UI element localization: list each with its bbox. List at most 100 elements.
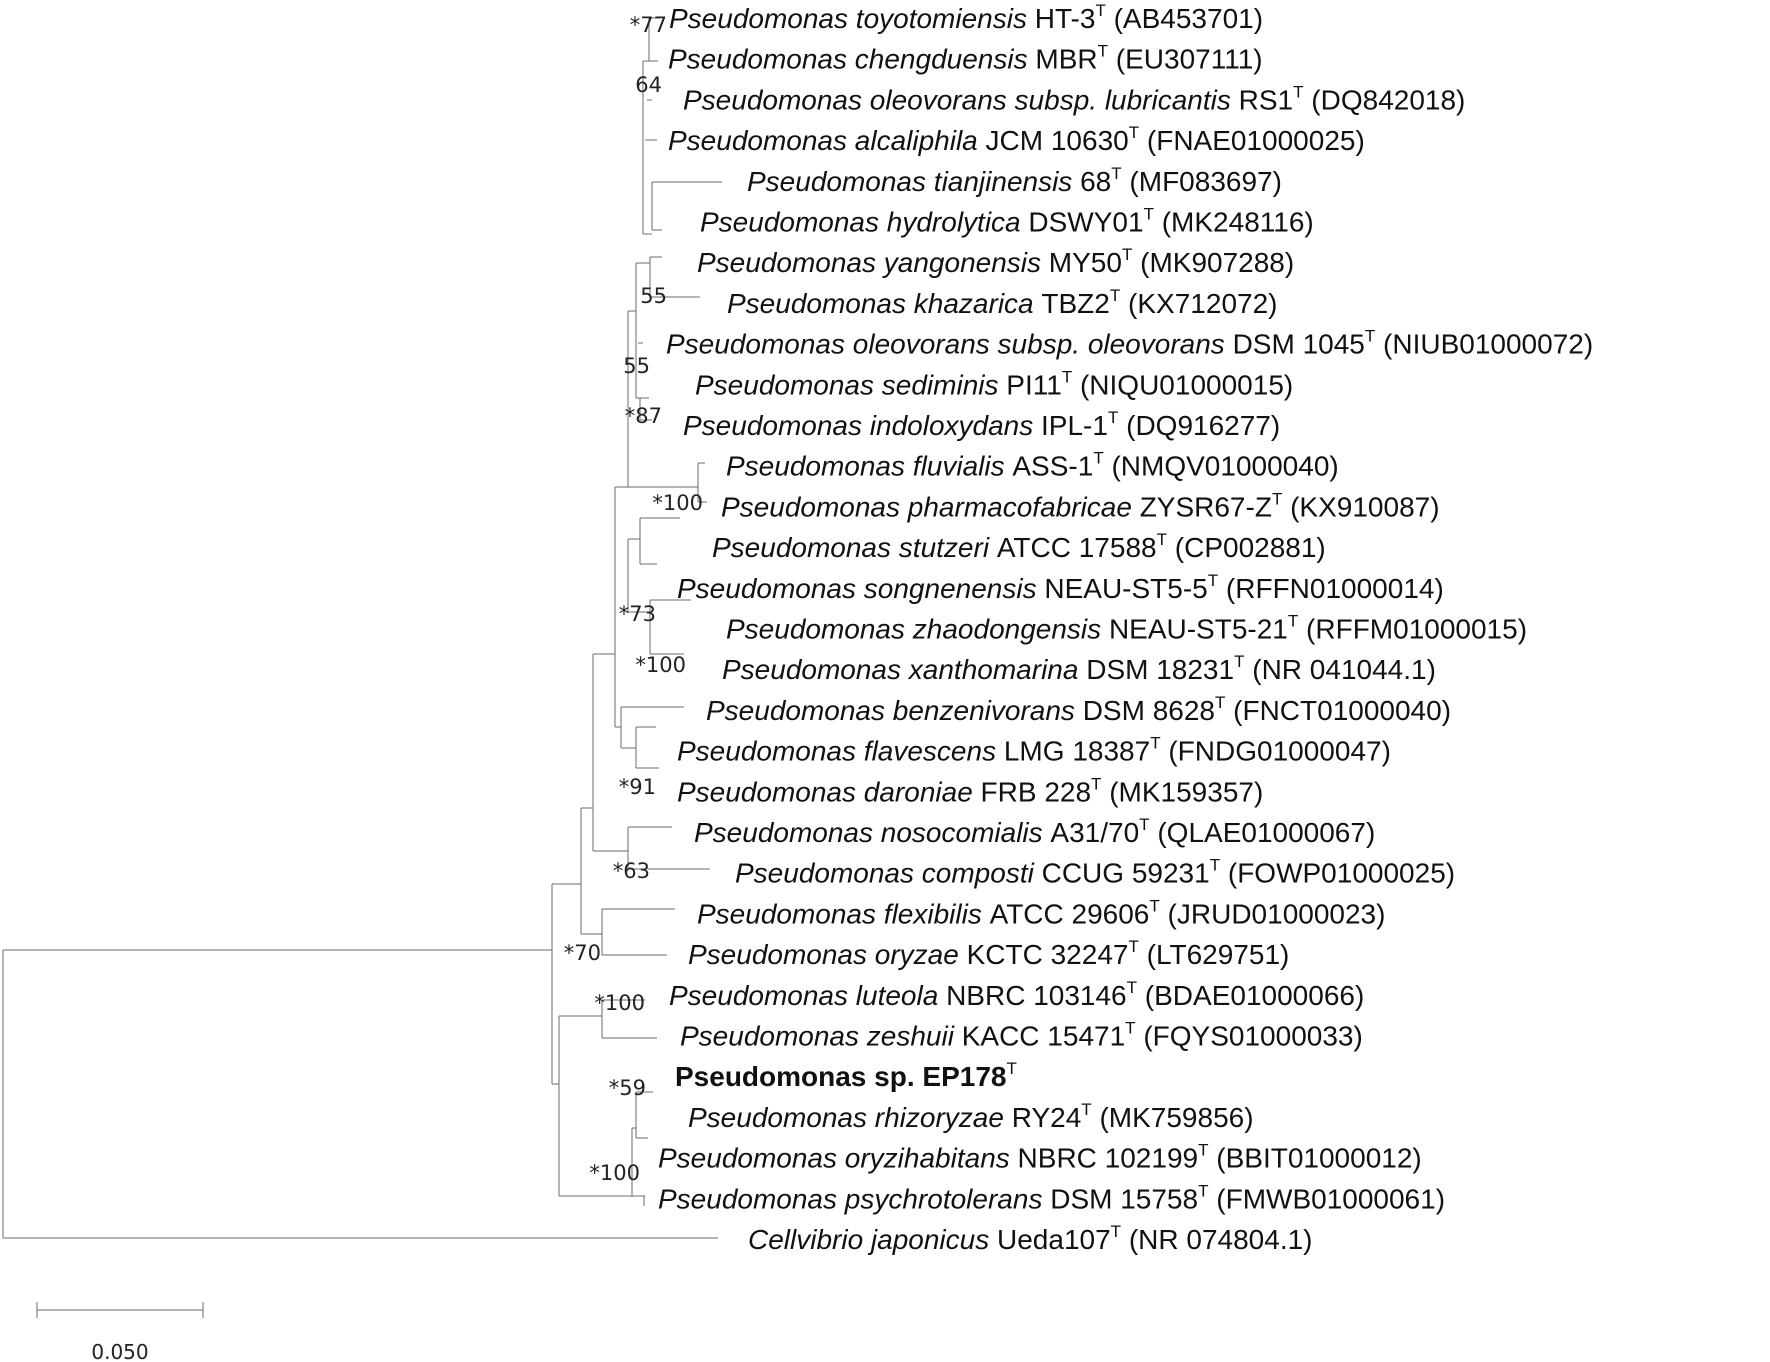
type-strain-mark: T [1111,164,1121,183]
type-strain-mark: T [1111,1222,1121,1241]
type-strain-mark: T [1144,205,1154,224]
type-strain-mark: T [1208,571,1218,590]
bootstrap-value: 55 [623,354,650,378]
type-strain-mark: T [1125,1019,1135,1038]
taxon-accession: (DQ916277) [1118,410,1280,441]
taxon-strain: KCTC 32247 [967,939,1129,970]
taxon-species: Pseudomonas khazarica [727,288,1041,319]
taxon-species: Pseudomonas nosocomialis [694,817,1050,848]
taxon-species: Pseudomonas stutzeri [712,532,997,563]
taxon-label: Pseudomonas flavescens LMG 18387T (FNDG0… [677,734,1391,767]
taxon-strain: KACC 15471 [962,1021,1125,1052]
branch-stutzeri [639,517,680,564]
type-strain-mark: T [1093,449,1103,468]
taxon-accession: (NR 074804.1) [1121,1224,1312,1255]
type-strain-mark: T [1006,1059,1016,1078]
type-strain-mark: T [1150,734,1160,753]
branch-yangonensis-khazarica [649,256,700,298]
taxon-label: Pseudomonas hydrolytica DSWY01T (MK24811… [700,205,1314,238]
branch-toyotomiensis-chengduensis [648,17,660,62]
taxon-label: Pseudomonas composti CCUG 59231T (FOWP01… [735,856,1455,889]
taxon-species: Pseudomonas daroniae [677,776,981,807]
taxon-accession: (KX910087) [1282,491,1439,522]
taxon-species: Pseudomonas psychrotolerans [658,1183,1050,1214]
taxon-species: Pseudomonas sediminis [695,369,1006,400]
taxon-accession: (LT629751) [1139,939,1289,970]
taxon-species: Pseudomonas chengduensis [668,44,1035,75]
type-strain-mark: T [1139,815,1149,834]
taxon-species: Pseudomonas toyotomiensis [669,3,1035,34]
branch-ingroup [551,883,581,1085]
taxon-label: Pseudomonas nosocomialis A31/70T (QLAE01… [694,815,1375,848]
type-strain-mark: T [1108,408,1118,427]
taxon-label: Pseudomonas khazarica TBZ2T (KX712072) [727,286,1277,319]
type-strain-mark: T [1293,82,1303,101]
type-strain-mark: T [1198,1141,1208,1160]
bootstrap-value: *100 [589,1161,640,1185]
scale-bar-line [36,1302,204,1318]
type-strain-mark: T [1095,1,1105,20]
branch-oleovorans-group [627,310,698,488]
taxon-strain: RS1 [1239,84,1293,115]
taxon-strain: DSM 8628 [1083,695,1215,726]
taxon-species: Pseudomonas hydrolytica [700,207,1028,238]
taxon-species: Pseudomonas fluvialis [726,451,1012,482]
taxon-label: Pseudomonas xanthomarina DSM 18231T (NR … [722,652,1436,685]
taxon-accession: (EU307111) [1108,44,1263,75]
taxon-species: Pseudomonas benzenivorans [706,695,1083,726]
taxon-strain: NEAU-ST5-21 [1109,614,1288,645]
taxon-strain: ZYSR67-Z [1140,491,1272,522]
branch-oryzihabitans-psychrotolerans [643,1195,645,1206]
taxon-strain: DSM 1045 [1233,329,1365,360]
taxon-label: Pseudomonas chengduensis MBRT (EU307111) [668,42,1263,75]
bootstrap-value: *63 [613,859,650,883]
taxon-species: Pseudomonas indoloxydans [683,410,1041,441]
taxon-species: Pseudomonas flexibilis [697,898,990,929]
bootstrap-value: *91 [619,775,656,799]
type-strain-mark: T [1210,856,1220,875]
taxon-species: Pseudomonas xanthomarina [722,654,1086,685]
bootstrap-value: *73 [619,602,656,626]
branch-oleovorans-core [635,262,650,399]
taxon-strain: DSM 15758 [1050,1183,1198,1214]
taxon-label: Pseudomonas sediminis PI11T (NIQU0100001… [695,367,1293,400]
taxon-accession: (NMQV01000040) [1104,451,1339,482]
taxon-label: Pseudomonas indoloxydans IPL-1T (DQ91627… [683,408,1280,441]
taxon-strain: TBZ2 [1041,288,1109,319]
taxon-label: Pseudomonas zeshuii KACC 15471T (FQYS010… [680,1019,1363,1052]
taxon-accession: (CP002881) [1167,532,1326,563]
type-strain-mark: T [1215,693,1225,712]
taxon-accession: (FNDG01000047) [1161,736,1391,767]
taxon-species: Pseudomonas flavescens [677,736,1004,767]
type-strain-mark: T [1272,489,1282,508]
taxon-strain: ASS-1 [1012,451,1093,482]
taxon-species: Pseudomonas rhizoryzae [688,1102,1012,1133]
type-strain-mark: T [1081,1100,1091,1119]
taxon-accession: (FMWB01000061) [1208,1183,1445,1214]
taxon-strain: MBR [1035,44,1097,75]
taxon-label: Pseudomonas stutzeri ATCC 17588T (CP0028… [712,530,1326,563]
taxon-strain: DSM 18231 [1086,654,1234,685]
taxon-species: Pseudomonas oleovorans subsp. lubricanti… [683,84,1239,115]
taxon-species: Pseudomonas songnenensis [677,573,1044,604]
taxon-strain: MY50 [1049,247,1122,278]
taxon-label: Pseudomonas fluvialis ASS-1T (NMQV010000… [726,449,1339,482]
taxon-label: Pseudomonas alcaliphila JCM 10630T (FNAE… [668,123,1365,156]
bootstrap-value: *100 [635,653,686,677]
taxon-strain: NEAU-ST5-5 [1044,573,1207,604]
taxon-label: Pseudomonas oleovorans subsp. oleovorans… [666,327,1593,360]
taxon-strain: FRB 228 [981,776,1092,807]
branch-lower-clade [558,1015,632,1197]
bootstrap-value: *59 [609,1076,646,1100]
branch-stutzeri-clade [627,538,650,613]
taxon-label: Pseudomonas yangonensis MY50T (MK907288) [697,245,1294,278]
taxon-strain: HT-3 [1035,3,1096,34]
taxon-label: Pseudomonas sp. EP178T [675,1059,1017,1092]
taxon-strain: ATCC 29606 [990,898,1150,929]
taxon-species: Pseudomonas sp. [675,1061,922,1092]
branch-upper-clade [580,807,602,935]
taxon-accession: (FOWP01000025) [1220,858,1455,889]
taxon-accession: (NIQU01000015) [1072,369,1293,400]
taxon-label: Pseudomonas daroniae FRB 228T (MK159357) [677,774,1263,807]
taxon-strain: IPL-1 [1041,410,1108,441]
